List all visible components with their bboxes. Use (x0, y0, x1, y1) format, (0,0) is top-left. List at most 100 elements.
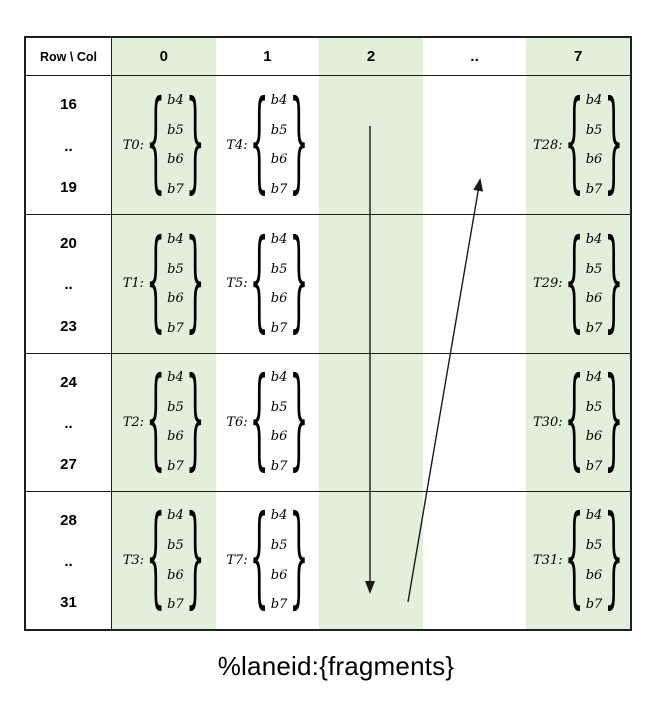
column-header-0: 0 (112, 38, 216, 76)
fragment-label: b6 (585, 429, 603, 445)
fragment-label: b6 (270, 152, 288, 168)
column-header-1: 1 (215, 38, 320, 76)
row-header-2: 24..27 (26, 352, 112, 491)
thread-label: T5: (226, 276, 248, 292)
row-range-label: 24 (60, 373, 77, 391)
fragment-label: b7 (585, 182, 603, 198)
left-brace: { (146, 494, 166, 623)
fragment-list: b4 b5 b6 b7 (584, 94, 605, 196)
fragment-label: b7 (167, 320, 184, 336)
fragment-cell (319, 352, 423, 491)
right-brace: } (185, 79, 205, 208)
right-brace: } (289, 356, 309, 485)
fragment-list: b4 b5 b6 b7 (165, 94, 186, 196)
fragment-label: b5 (167, 399, 184, 415)
fragment-label: b5 (167, 261, 184, 277)
left-brace: { (564, 494, 584, 623)
row-range-label: 23 (60, 317, 77, 335)
fragment-label: b4 (167, 93, 184, 109)
right-brace: } (604, 218, 624, 346)
fragment-label: b5 (167, 122, 184, 138)
row-range-label: 19 (60, 179, 77, 197)
right-brace: } (604, 79, 624, 208)
fragment-label: b5 (270, 122, 288, 138)
fragment-label: b4 (270, 508, 288, 524)
fragment-cell (319, 490, 423, 629)
caption: %laneid:{fragments} (217, 651, 455, 681)
row-range-label: .. (64, 552, 73, 570)
corner-header-cell: Row \ Col (26, 38, 112, 76)
column-header-4: 7 (526, 38, 630, 76)
fragment-cell (422, 352, 527, 491)
thread-label: T0: (122, 137, 145, 153)
right-brace: } (604, 494, 624, 623)
right-brace: } (289, 218, 309, 346)
fragment-label: b7 (167, 459, 184, 475)
fragment-label: b6 (167, 429, 184, 445)
fragment-label: b6 (167, 152, 184, 168)
left-brace: { (564, 218, 584, 346)
left-brace: { (249, 494, 269, 623)
left-brace: { (146, 356, 166, 485)
fragment-label: b4 (585, 370, 603, 386)
thread-label: T30: (533, 414, 563, 430)
fragment-label: b5 (585, 122, 603, 138)
fragment-label: b6 (167, 567, 184, 583)
fragment-label: b4 (585, 93, 603, 109)
fragment-label: b6 (585, 567, 603, 583)
fragment-label: b4 (167, 508, 184, 524)
thread-label: T6: (226, 414, 248, 430)
row-header-3: 28.. 31 (26, 490, 112, 629)
left-brace: { (564, 79, 584, 208)
row-range-label: 28 (60, 511, 77, 529)
row-header-1: 20..23 (26, 214, 112, 353)
row-range-label: 31 (60, 594, 77, 611)
right-brace: } (604, 356, 624, 485)
right-brace: } (185, 218, 205, 346)
column-header-3: .. (422, 38, 527, 76)
fragment-label: b6 (270, 567, 288, 583)
fragment-label: b7 (270, 597, 288, 613)
row-range-label: 16 (60, 96, 77, 113)
fragment-label: b7 (585, 459, 603, 475)
fragment-label: b5 (585, 538, 603, 554)
left-brace: { (564, 356, 584, 485)
thread-label: T2: (122, 414, 145, 430)
fragment-label: b7 (167, 182, 184, 198)
row-range-label: .. (64, 276, 73, 294)
fragment-label: b6 (270, 291, 288, 307)
row-range-label: 27 (60, 455, 77, 473)
left-brace: { (146, 218, 166, 346)
fragment-label: b7 (585, 597, 603, 613)
fragment-list: b4 b5 b6 b7 (165, 371, 186, 473)
fragment-label: b4 (167, 370, 184, 386)
fragment-label: b7 (270, 459, 288, 475)
fragment-label: b6 (585, 152, 603, 168)
thread-label: T3: (122, 552, 145, 568)
thread-label: T29: (533, 276, 563, 292)
